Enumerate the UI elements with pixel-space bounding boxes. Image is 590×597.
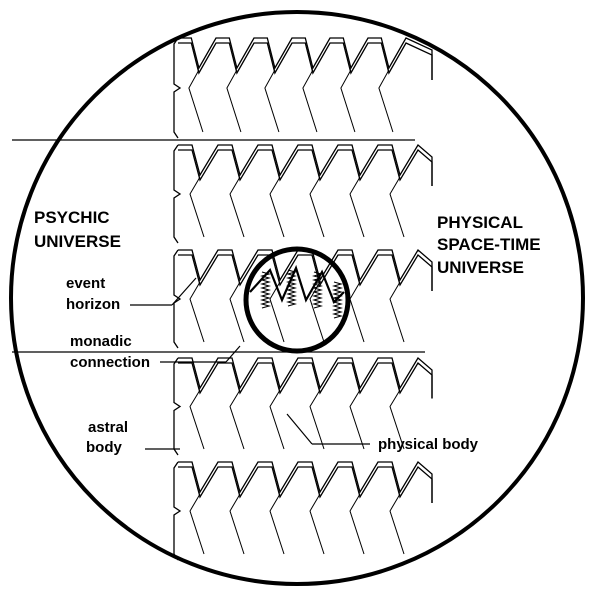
connector-line <box>270 494 284 554</box>
zigzag-row <box>174 250 432 348</box>
connector-line <box>303 70 317 132</box>
connector-line <box>189 70 203 132</box>
zigzag-stroke <box>178 462 432 503</box>
event-horizon-leader-diagonal <box>172 278 196 305</box>
zigzag-stroke <box>178 43 432 80</box>
physical-universe-label-line1: PHYSICAL <box>437 213 523 232</box>
event-horizon-label-line2: horizon <box>66 296 120 313</box>
connector-line <box>190 177 204 237</box>
connector-line <box>265 70 279 132</box>
row-left-edge <box>174 38 180 138</box>
connector-line <box>190 494 204 554</box>
physical-body-label: physical body <box>378 436 479 453</box>
connector-line <box>230 177 244 237</box>
monadic-connection-label-line2: connection <box>70 354 150 371</box>
monadic-connection-label-line1: monadic <box>70 333 132 350</box>
spring-coil-detail <box>250 268 344 318</box>
connector-line <box>341 70 355 132</box>
connector-line <box>230 494 244 554</box>
connector-line <box>227 70 241 132</box>
connector-line <box>390 177 404 237</box>
psychic-universe-label-line2: UNIVERSE <box>34 232 121 251</box>
connector-line <box>230 390 244 449</box>
zigzag-row <box>174 145 432 243</box>
connector-line <box>190 282 204 342</box>
connector-line <box>310 494 324 554</box>
connector-line <box>310 390 324 449</box>
connector-line <box>270 282 284 342</box>
connector-line <box>310 177 324 237</box>
event-horizon-label-line1: event <box>66 275 105 292</box>
row-left-edge <box>174 358 180 455</box>
zigzag-row <box>174 462 432 560</box>
astral-body-label-line2: body <box>86 439 122 456</box>
connector-line <box>379 70 393 132</box>
zigzag-rows <box>174 38 432 560</box>
row-left-edge <box>174 145 180 243</box>
astral-body-label-line1: astral <box>88 419 128 436</box>
connector-line <box>270 177 284 237</box>
connector-line <box>350 494 364 554</box>
zigzag-stroke <box>178 145 432 186</box>
row-left-edge <box>174 462 180 560</box>
physical-body-leader-diagonal <box>287 414 312 444</box>
monadic-connector-lines <box>189 70 404 554</box>
zigzag-stroke <box>178 358 432 399</box>
connector-line <box>190 390 204 449</box>
zigzag-stroke <box>178 363 432 399</box>
connector-line <box>350 390 364 449</box>
zigzag-stroke <box>178 150 432 186</box>
zigzag-stroke <box>178 467 432 503</box>
physical-universe-label-line3: UNIVERSE <box>437 258 524 277</box>
connector-line <box>390 494 404 554</box>
zigzag-stroke <box>178 255 432 291</box>
connector-line <box>390 282 404 342</box>
physical-universe-label-line2: SPACE-TIME <box>437 235 541 254</box>
connector-line <box>270 390 284 449</box>
connector-line <box>230 282 244 342</box>
zigzag-stroke <box>178 250 432 291</box>
psychic-universe-label-line1: PSYCHIC <box>34 208 110 227</box>
connector-line <box>350 282 364 342</box>
connector-line <box>350 177 364 237</box>
